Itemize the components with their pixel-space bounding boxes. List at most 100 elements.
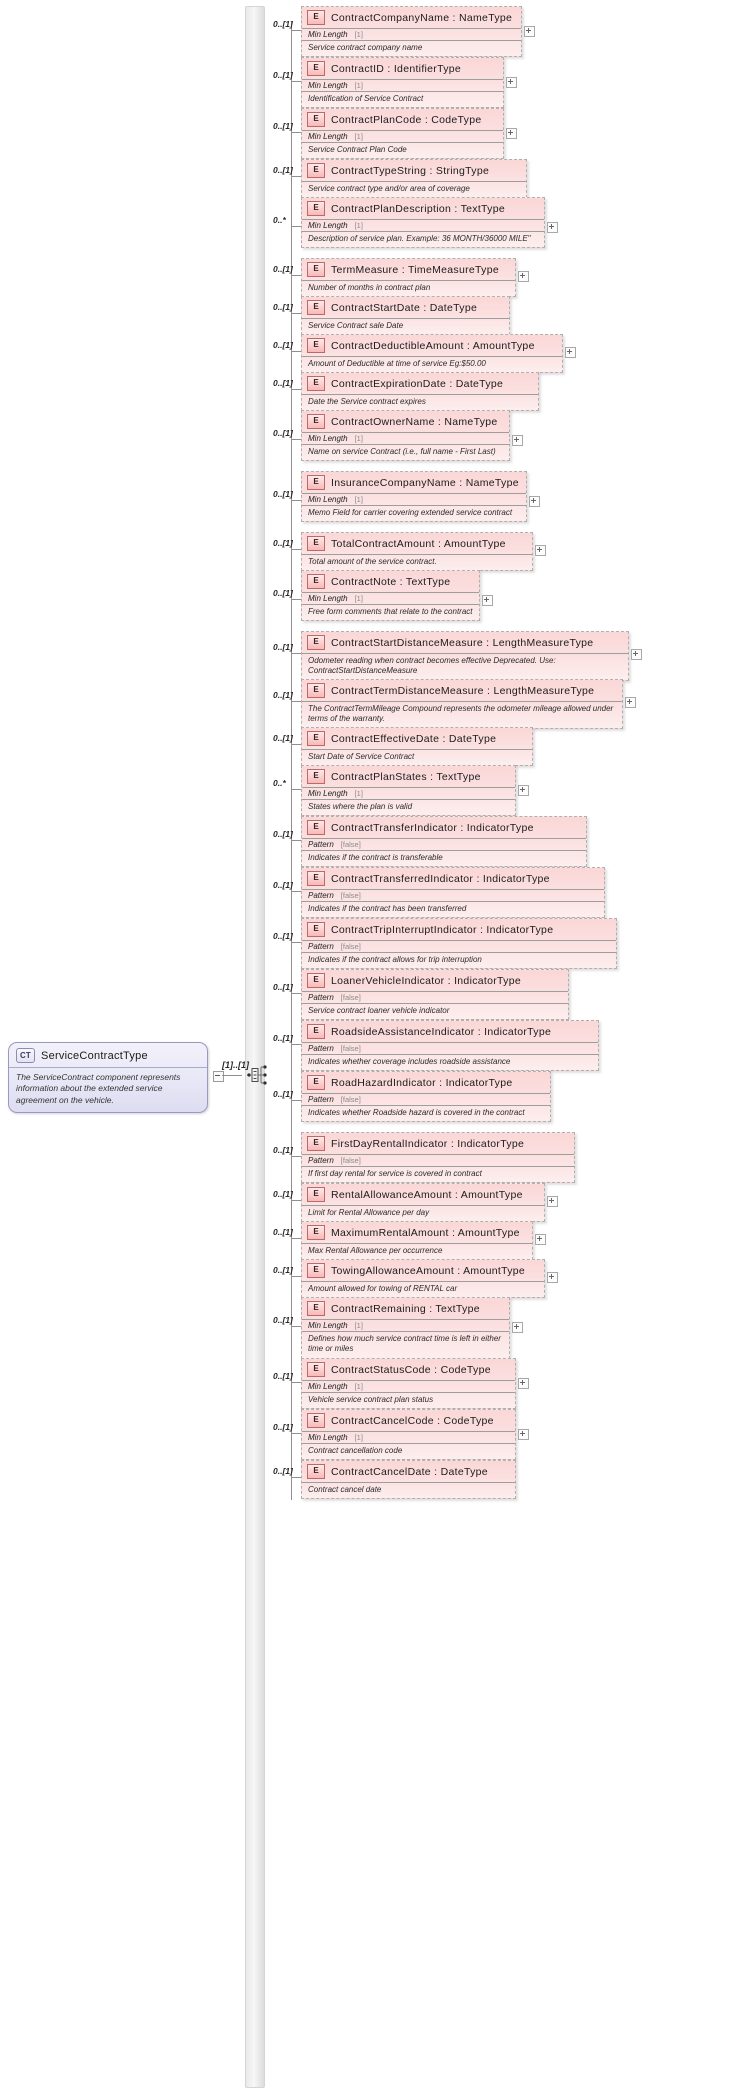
root-complextype-node[interactable]: CT ServiceContractType The ServiceContra… [8, 1042, 208, 1114]
element-badge-icon: E [307, 475, 325, 490]
facet-value: [false] [340, 1156, 361, 1165]
element-documentation: Contract cancellation code [302, 1443, 515, 1459]
expand-element-icon[interactable] [535, 1234, 546, 1245]
sequence-compositor-icon[interactable] [247, 1063, 269, 1087]
expand-element-icon[interactable] [529, 496, 540, 507]
element-connector-line [291, 500, 301, 501]
expand-element-icon[interactable] [547, 1196, 558, 1207]
element-documentation: Indicates if the contract is transferabl… [302, 850, 586, 866]
facet-name: Min Length [308, 132, 348, 141]
facet-value: [1] [354, 434, 363, 443]
root-type-name: ServiceContractType [41, 1049, 148, 1062]
root-collapse-toggle-icon[interactable] [213, 1071, 224, 1082]
element-facet: Min Length[1] [302, 1380, 515, 1392]
element-name: TotalContractAmount : AmountType [331, 537, 506, 550]
element-documentation: Amount allowed for towing of RENTAL car [302, 1281, 544, 1297]
expand-element-icon[interactable] [565, 347, 576, 358]
element-badge-icon: E [307, 1136, 325, 1151]
element-documentation: Contract cancel date [302, 1482, 515, 1498]
expand-element-icon[interactable] [524, 26, 535, 37]
expand-element-icon[interactable] [547, 1272, 558, 1283]
element-documentation: Indicates if the contract allows for tri… [302, 952, 616, 968]
expand-element-icon[interactable] [547, 222, 558, 233]
expand-element-icon[interactable] [482, 595, 493, 606]
element-connector-line [291, 701, 301, 702]
element-documentation: If first day rental for service is cover… [302, 1166, 574, 1182]
expand-element-icon[interactable] [631, 649, 642, 660]
expand-element-icon[interactable] [535, 545, 546, 556]
facet-value: [1] [354, 1382, 363, 1391]
element-connector-line [291, 1156, 301, 1157]
element-name: ContractCompanyName : NameType [331, 11, 513, 24]
complextype-badge-icon: CT [16, 1048, 35, 1063]
element-name: ContractTransferredIndicator : Indicator… [331, 872, 550, 885]
root-to-sequence-line [222, 1075, 242, 1076]
element-facet: Min Length[1] [302, 787, 515, 799]
facet-value: [false] [340, 993, 361, 1002]
element-documentation: Indicates whether Roadside hazard is cov… [302, 1105, 550, 1121]
element-connector-line [291, 744, 301, 745]
element-badge-icon: E [307, 163, 325, 178]
element-name: TowingAllowanceAmount : AmountType [331, 1264, 526, 1277]
expand-element-icon[interactable] [518, 1429, 529, 1440]
element-badge-icon: E [307, 1263, 325, 1278]
element-connector-line [291, 313, 301, 314]
element-documentation: Free form comments that relate to the co… [302, 604, 479, 620]
cardinality-label: 0..[1] [273, 70, 293, 80]
expand-element-icon[interactable] [518, 271, 529, 282]
element-connector-line [291, 1433, 301, 1434]
expand-element-icon[interactable] [506, 77, 517, 88]
expand-element-icon[interactable] [518, 1378, 529, 1389]
facet-value: [1] [354, 594, 363, 603]
expand-element-icon[interactable] [512, 435, 523, 446]
expand-element-icon[interactable] [512, 1322, 523, 1333]
element-documentation: Amount of Deductible at time of service … [302, 356, 562, 372]
facet-name: Min Length [308, 30, 348, 39]
expand-element-icon[interactable] [625, 697, 636, 708]
cardinality-label: 0..[1] [273, 733, 293, 743]
element-connector-line [291, 1200, 301, 1201]
expand-element-icon[interactable] [506, 128, 517, 139]
element-documentation: Identification of Service Contract [302, 91, 503, 107]
expand-element-icon[interactable] [518, 785, 529, 796]
